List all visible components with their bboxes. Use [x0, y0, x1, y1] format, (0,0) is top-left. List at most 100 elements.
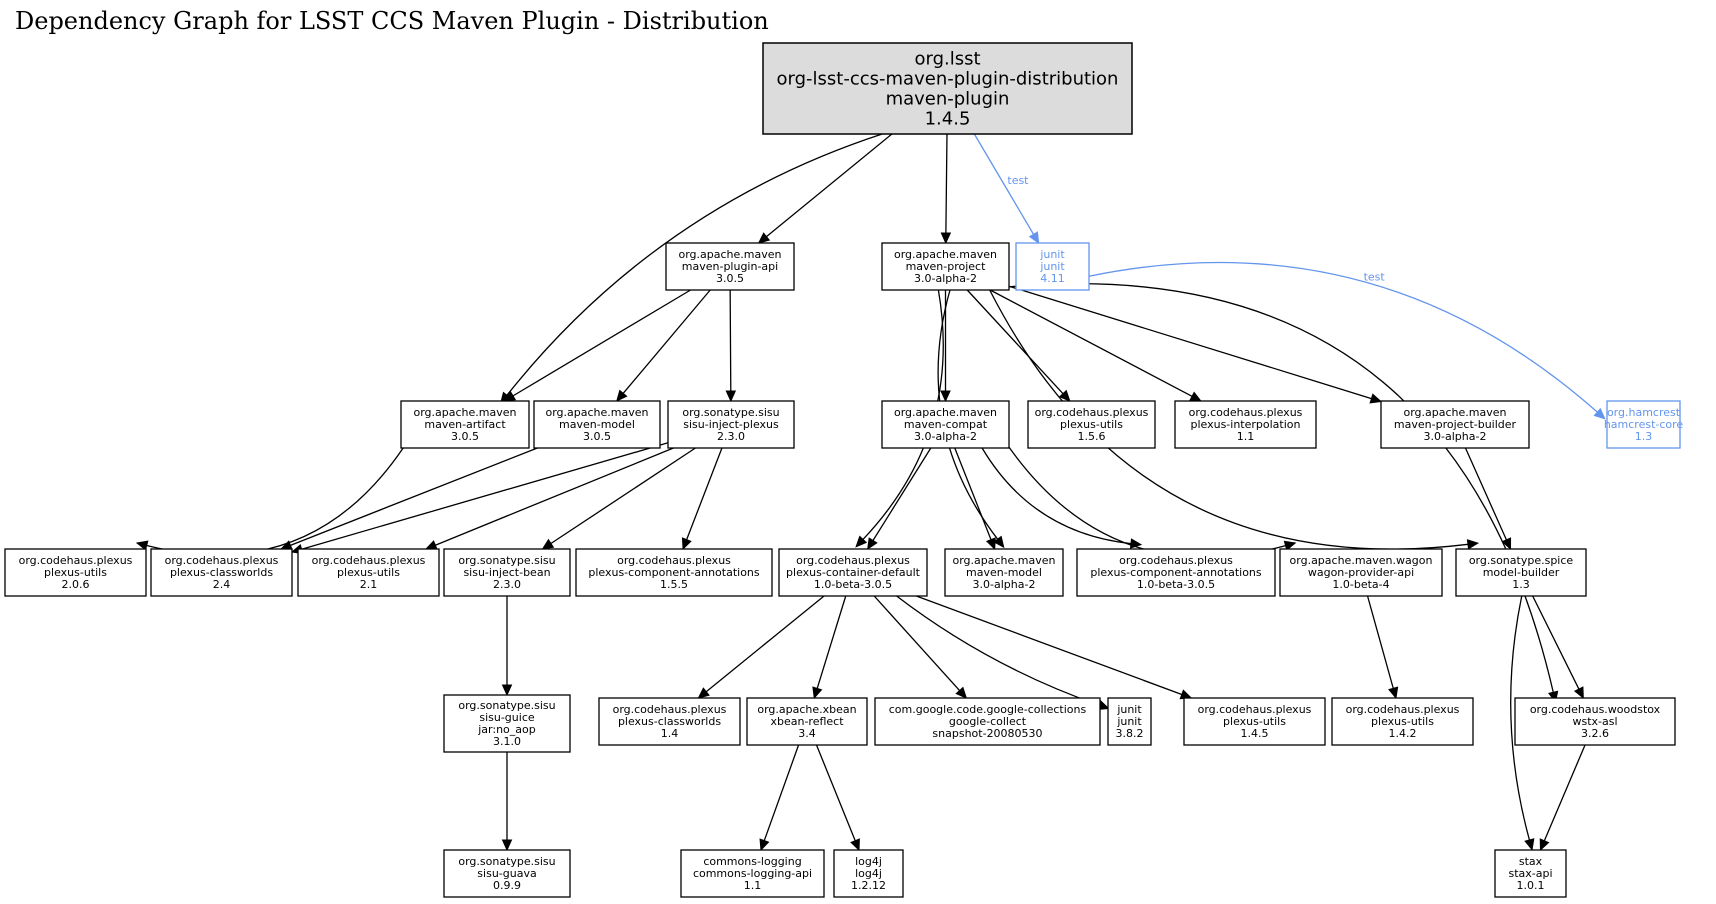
edge-arrowhead — [1466, 539, 1480, 550]
node-box — [1606, 400, 1681, 449]
edge-arrowhead — [1524, 838, 1535, 851]
node-line: 2.4 — [213, 578, 231, 591]
edge-arrowhead — [1573, 686, 1584, 700]
edge-maven_project-to-utils_156 — [966, 289, 1071, 402]
node-line: 3.0.5 — [716, 272, 744, 285]
edge-line — [989, 289, 1193, 397]
edge-root-to-junit_411: test — [973, 133, 1040, 245]
edge-arrowhead — [1539, 838, 1550, 852]
node-line: maven-project-builder — [1394, 418, 1517, 431]
edge-line — [872, 447, 932, 541]
edge-arrowhead — [955, 686, 968, 699]
node-line: google-collect — [949, 715, 1027, 728]
edge-line — [506, 133, 883, 396]
edge-line — [945, 133, 948, 234]
nodes-layer: org.lsstorg-lsst-ccs-maven-plugin-distri… — [4, 42, 1683, 898]
node-line: org.hamcrest — [1607, 406, 1681, 419]
node-line: 2.0.6 — [62, 578, 90, 591]
node-line: plexus-utils — [1223, 715, 1286, 728]
node-line: junit — [1039, 260, 1065, 273]
edge-arrowhead — [940, 390, 951, 403]
node-line: 3.4 — [798, 727, 816, 740]
edge-line — [1366, 595, 1394, 689]
edge-line — [1543, 744, 1586, 842]
node-line: plexus-component-annotations — [1090, 566, 1262, 579]
node-box — [665, 242, 795, 291]
node-box — [443, 849, 571, 898]
edge-plugin_api-to-inject_plexus — [725, 289, 737, 403]
node-box — [1331, 697, 1474, 746]
node-line: org.sonatype.sisu — [458, 699, 555, 712]
edge-line — [896, 595, 1100, 706]
edge-container-to-classworlds_14 — [697, 595, 825, 699]
node-box — [746, 697, 868, 746]
node-line: org.codehaus.plexus — [1346, 703, 1460, 716]
node-root: org.lsstorg-lsst-ccs-maven-plugin-distri… — [762, 42, 1133, 135]
node-line: 2.3.0 — [493, 578, 521, 591]
edge-arrowhead — [757, 232, 771, 244]
edge-maven_project-to-compat — [940, 289, 951, 403]
node-line: org-lsst-ccs-maven-plugin-distribution — [777, 69, 1119, 90]
edge-xbean-to-log4j — [815, 744, 860, 852]
edge-model_305-to-classworlds_24 — [279, 447, 538, 551]
edge-junit_411-to-hamcrest: test — [1088, 261, 1606, 420]
node-line: log4j — [855, 855, 882, 868]
edge-arrowhead — [940, 232, 952, 245]
node-line: xbean-reflect — [770, 715, 844, 728]
node-line: plexus-classworlds — [170, 566, 273, 579]
edge-arrowhead — [501, 839, 513, 852]
edge-maven_project-to-woodstox — [978, 283, 1559, 704]
node-line: sisu-inject-bean — [463, 566, 550, 579]
node-line: 1.5.6 — [1078, 430, 1106, 443]
node-line: model-builder — [1483, 566, 1560, 579]
node-line: 3.0-alpha-2 — [914, 272, 977, 285]
node-box — [598, 697, 741, 746]
node-line: snapshot-20080530 — [932, 727, 1042, 740]
node-line: maven-plugin — [886, 89, 1010, 110]
node-line: stax — [1519, 855, 1543, 868]
edge-line — [766, 133, 893, 238]
node-line: 1.1 — [1237, 430, 1255, 443]
edge-arrowhead — [725, 390, 737, 403]
node-line: junit — [1039, 248, 1065, 261]
edge-line — [1088, 261, 1598, 413]
edge-arrowhead — [1501, 537, 1512, 551]
node-box — [667, 400, 795, 449]
edge-inject_plexus-to-inject_bean — [541, 447, 696, 550]
edge-line — [1008, 285, 1372, 400]
edge-line — [973, 133, 1035, 235]
node-line: stax-api — [1508, 867, 1552, 880]
edge-arrowhead — [985, 537, 996, 551]
node-line: sisu-guice — [479, 711, 535, 724]
edge-scope-label: test — [1364, 271, 1386, 284]
edge-inject_plexus-to-comp_ann_155 — [681, 447, 723, 551]
edge-line — [146, 447, 404, 556]
node-line: 1.4 — [661, 727, 679, 740]
edge-line — [1510, 595, 1531, 841]
edge-line — [729, 289, 732, 392]
edge-compat-to-comp_ann_beta — [981, 447, 1143, 549]
node-box — [1279, 548, 1443, 597]
node-line: org.apache.maven — [1404, 406, 1507, 419]
edge-line — [290, 447, 538, 546]
node-line: org.sonatype.sisu — [682, 406, 779, 419]
edge-scope-label: test — [1007, 174, 1029, 187]
node-box — [400, 400, 530, 449]
node-line: junit — [1116, 715, 1142, 728]
node-box — [680, 849, 825, 898]
node-line: 1.3 — [1635, 430, 1653, 443]
node-line: plexus-container-default — [786, 566, 921, 579]
edge-line — [512, 289, 691, 397]
node-line: 1.2.12 — [851, 879, 886, 892]
node-line: org.apache.maven.wagon — [1290, 554, 1433, 567]
node-line: 1.0-beta-3.0.5 — [1137, 578, 1215, 591]
